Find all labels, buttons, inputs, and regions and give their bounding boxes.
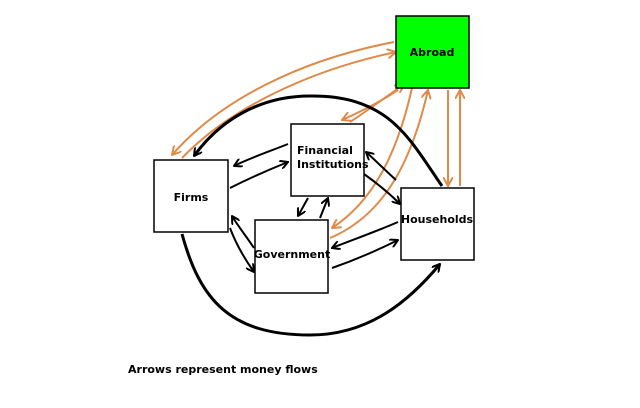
node-firms: Firms: [153, 159, 229, 233]
node-government: Government: [254, 219, 330, 294]
arrow-government-to-abroad: [329, 90, 428, 239]
arrow-abroad-to-firms: [172, 41, 395, 155]
arrow-firms-to-government: [229, 227, 254, 272]
arrow-households-to-government: [332, 221, 399, 248]
arrow-firms-to-abroad: [181, 52, 396, 159]
arrow-households-to-firms: [192, 94, 444, 187]
node-financial-institutions: Financial Institutions: [290, 123, 369, 197]
abroad-box: [395, 15, 470, 89]
households-label: Households: [401, 213, 474, 226]
firms-box: [153, 159, 229, 233]
diagram-caption: Arrows represent money flows: [128, 363, 318, 376]
arrow-households-to-financial: [366, 152, 397, 181]
arrow-firms-to-financial: [229, 162, 288, 189]
financial-box: [290, 123, 365, 197]
arrow-financial-to-households: [363, 173, 400, 204]
government-label: Government: [254, 248, 330, 261]
arrow-abroad-to-government: [332, 87, 413, 228]
domestic-flows: [180, 94, 444, 337]
node-households: Households: [400, 187, 475, 261]
financial-label-line2: Institutions: [297, 158, 369, 171]
arrow-financial-to-government: [298, 197, 309, 216]
arrow-financial-to-firms: [234, 143, 289, 166]
firms-label: Firms: [174, 191, 209, 204]
abroad-flows: [172, 41, 460, 239]
arrow-firms-to-households: [180, 233, 440, 337]
financial-label-line1: Financial: [297, 144, 353, 157]
arrow-government-to-financial: [319, 198, 328, 219]
node-abroad: Abroad: [395, 15, 470, 89]
arrow-government-to-firms: [232, 216, 255, 249]
households-box: [400, 187, 475, 261]
government-box: [254, 219, 329, 294]
arrow-government-to-households: [331, 240, 398, 269]
abroad-label: Abroad: [410, 46, 455, 59]
